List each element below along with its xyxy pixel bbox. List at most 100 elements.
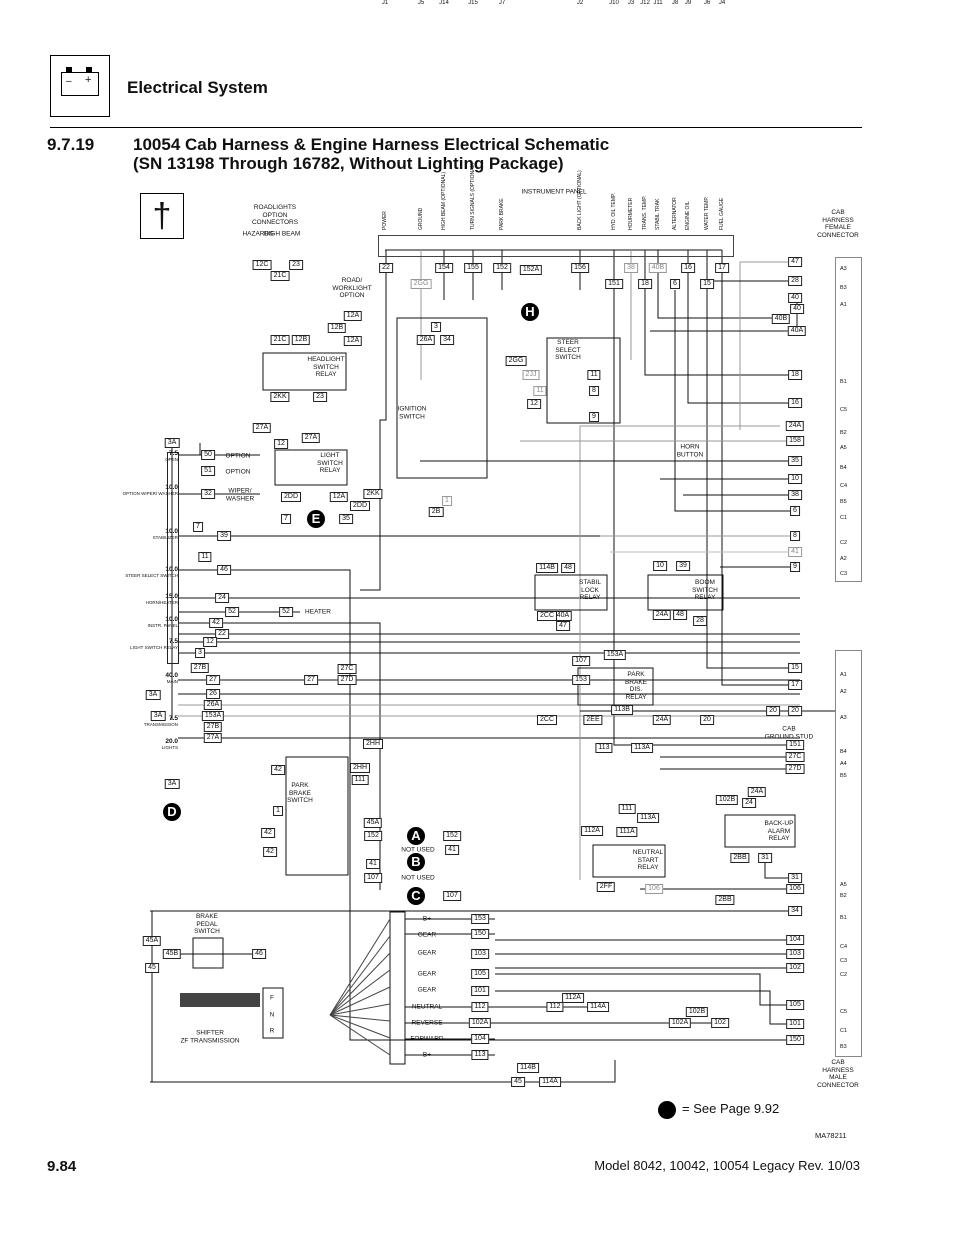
wire (150, 1060, 616, 1083)
wire-label: 52 (225, 607, 239, 617)
wire-label: 12A (343, 336, 363, 346)
wire-label: 24 (742, 798, 756, 808)
ignition-switch (396, 317, 488, 479)
wire-label: 114A (539, 1077, 561, 1087)
male-pin-label: A5 (840, 882, 847, 888)
fuse-name: LIGHT SWITCH RELAY (130, 645, 178, 650)
wire-label: 152 (493, 263, 511, 273)
wire-label: 34 (440, 335, 454, 345)
component-label: HORN BUTTON (676, 443, 704, 459)
fuse-rating: 10.0 (165, 484, 178, 491)
male-pin-label: A1 (840, 672, 847, 678)
wire-label: 1 (442, 496, 452, 506)
female-pin-label: A2 (840, 556, 847, 562)
female-pin-label: B4 (840, 465, 847, 471)
wire (329, 969, 391, 1016)
wire-label: 41 (445, 845, 459, 855)
wire-label: 46 (217, 565, 231, 575)
wire-label: 24A (652, 715, 672, 725)
wire-label: 111 (618, 804, 636, 814)
wire-label: 27D (785, 764, 805, 774)
model-revision: Model 8042, 10042, 10054 Legacy Rev. 10/… (594, 1158, 860, 1173)
male-connector-title: CAB HARNESS MALE CONNECTOR (817, 1059, 859, 1089)
shifter-position-label: REVERSE (411, 1019, 443, 1027)
component-label: BACK-UP ALARM RELAY (764, 819, 794, 842)
male-pin-label: B5 (840, 773, 847, 779)
female-connector-title: CAB HARNESS FEMALE CONNECTOR (817, 209, 859, 239)
instrument-function-label: BACK LIGHT (OPTIONAL) (577, 170, 583, 230)
wire-label: 158 (786, 436, 804, 446)
wire (721, 290, 795, 686)
fuse-name: OPEN (165, 457, 178, 462)
wire-label: 112A (562, 993, 584, 1003)
male-pin-label: B1 (840, 915, 847, 921)
female-pin-label: B3 (840, 285, 847, 291)
wire-label: 47 (788, 257, 802, 267)
component-label: WIPER/ WASHER (225, 487, 255, 503)
male-pin-label: B4 (840, 749, 847, 755)
jack-label: J5 (417, 0, 425, 6)
wire-label: 12A (329, 492, 349, 502)
wire-label: 3A (164, 779, 180, 789)
jack-label: J1 (381, 0, 389, 6)
wire (178, 569, 795, 1041)
wire-label: 7 (193, 522, 203, 532)
wire-label: 27 (206, 675, 220, 685)
instrument-function-label: POWER (382, 211, 388, 230)
wire (579, 425, 780, 880)
wire-label: 151 (605, 279, 623, 289)
section-title-line2: (SN 13198 Through 16782, Without Lightin… (133, 154, 564, 173)
wire-label: 40A (787, 326, 807, 336)
instrument-function-label: HYD. OIL TEMP. (611, 192, 617, 230)
wire-label: 26A (203, 700, 223, 710)
wire-label: 12C (252, 260, 272, 270)
steer-select-switch (546, 337, 621, 424)
wire-label: 38 (788, 490, 802, 500)
wire (495, 990, 795, 1025)
wire-label: 39 (217, 531, 231, 541)
wire (329, 1003, 391, 1016)
wire-label: 42 (263, 847, 277, 857)
page-title: Electrical System (127, 78, 268, 97)
wire-label: 2BB (715, 895, 735, 905)
wire-label: 2GG (410, 279, 432, 289)
male-pin-label: C4 (840, 944, 848, 950)
shifter-position-label: GEAR (417, 949, 437, 957)
wire-label: 2DD (349, 501, 371, 511)
wire-label: 38 (624, 263, 638, 273)
wire-label: 7 (281, 514, 291, 524)
wire-label: 2KK (270, 392, 290, 402)
wire-label: 112A (581, 826, 603, 836)
component-label: CAB GROUND STUD (764, 725, 814, 741)
wire-label: 101 (786, 1019, 804, 1029)
headlight-switch-relay (262, 352, 347, 391)
wire-label: 20 (766, 706, 780, 716)
wire-label: 155 (464, 263, 482, 273)
component-label: F (270, 994, 274, 1002)
section-title-line1: 10054 Cab Harness & Engine Harness Elect… (133, 135, 610, 154)
wire-label: 45 (145, 963, 159, 973)
wire-label: 42 (271, 765, 285, 775)
wire-label: 42 (261, 828, 275, 838)
wire (674, 290, 795, 512)
wire-label: 152 (364, 831, 382, 841)
wire-label: 52 (279, 607, 293, 617)
wire-label: 35 (339, 514, 353, 524)
wire-label: 105 (786, 1000, 804, 1010)
wire-label: 26 (206, 689, 220, 699)
wire-label: 24A (652, 610, 672, 620)
male-pin-label: C1 (840, 1028, 848, 1034)
wire-label: 113A (631, 743, 653, 753)
wire-label: 150 (786, 1035, 804, 1045)
wire (329, 1014, 391, 1039)
wire-label: 150 (471, 929, 489, 939)
wire-label: 154 (435, 263, 453, 273)
wire-label: 3A (164, 438, 180, 448)
wire-label: 112 (546, 1002, 564, 1012)
battery-icon: – + (50, 55, 110, 117)
wire-label: 112 (471, 1002, 489, 1012)
female-pin-label: B2 (840, 430, 847, 436)
female-pin-label: C5 (840, 407, 848, 413)
